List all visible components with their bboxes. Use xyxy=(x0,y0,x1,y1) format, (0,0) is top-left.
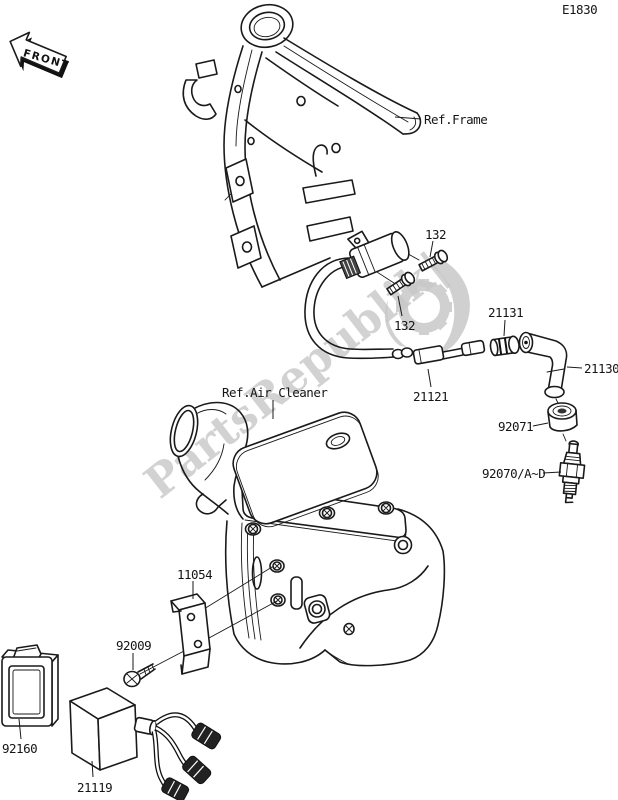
gear-icon xyxy=(384,262,470,355)
air-cleaner-screws xyxy=(244,501,395,607)
air-cleaner xyxy=(169,401,446,667)
part-label-21119: 21119 xyxy=(77,780,112,795)
terminal-nut xyxy=(489,335,520,357)
bolt-132-lower xyxy=(386,271,416,296)
part-label-132-upper: 132 xyxy=(425,227,446,242)
frame-illustration xyxy=(182,3,422,288)
part-label-21131: 21131 xyxy=(488,305,523,320)
spark-plug xyxy=(558,440,586,504)
leader-lines xyxy=(18,116,583,778)
ignition-coil xyxy=(304,230,420,360)
part-label-132-lower: 132 xyxy=(394,318,415,333)
part-label-21121: 21121 xyxy=(413,389,448,404)
part-label-11054: 11054 xyxy=(177,567,212,582)
ref-frame-label: Ref.Frame xyxy=(424,112,487,127)
connector-2 xyxy=(182,755,212,785)
igniter-21119 xyxy=(69,687,222,800)
bracket-11054 xyxy=(170,593,211,675)
part-label-92160: 92160 xyxy=(2,741,37,756)
connector-1 xyxy=(191,722,222,750)
ignition-coil-lead xyxy=(412,339,486,365)
damper-92160 xyxy=(1,644,59,727)
page-code-label: E1830 xyxy=(562,2,597,17)
screw-92009 xyxy=(123,663,156,688)
part-label-92071: 92071 xyxy=(498,419,533,434)
part-label-92070: 92070/A~D xyxy=(482,466,545,481)
spark-plug-cap xyxy=(518,331,568,406)
bolt-132-upper xyxy=(418,249,449,272)
part-label-92009: 92009 xyxy=(116,638,151,653)
plug-grommet xyxy=(547,402,578,442)
connector-3 xyxy=(161,777,190,800)
ref-air-cleaner-label: Ref.Air Cleaner xyxy=(222,385,328,400)
part-label-21130: 21130 xyxy=(584,361,618,376)
front-arrow: FRONT xyxy=(9,31,71,79)
